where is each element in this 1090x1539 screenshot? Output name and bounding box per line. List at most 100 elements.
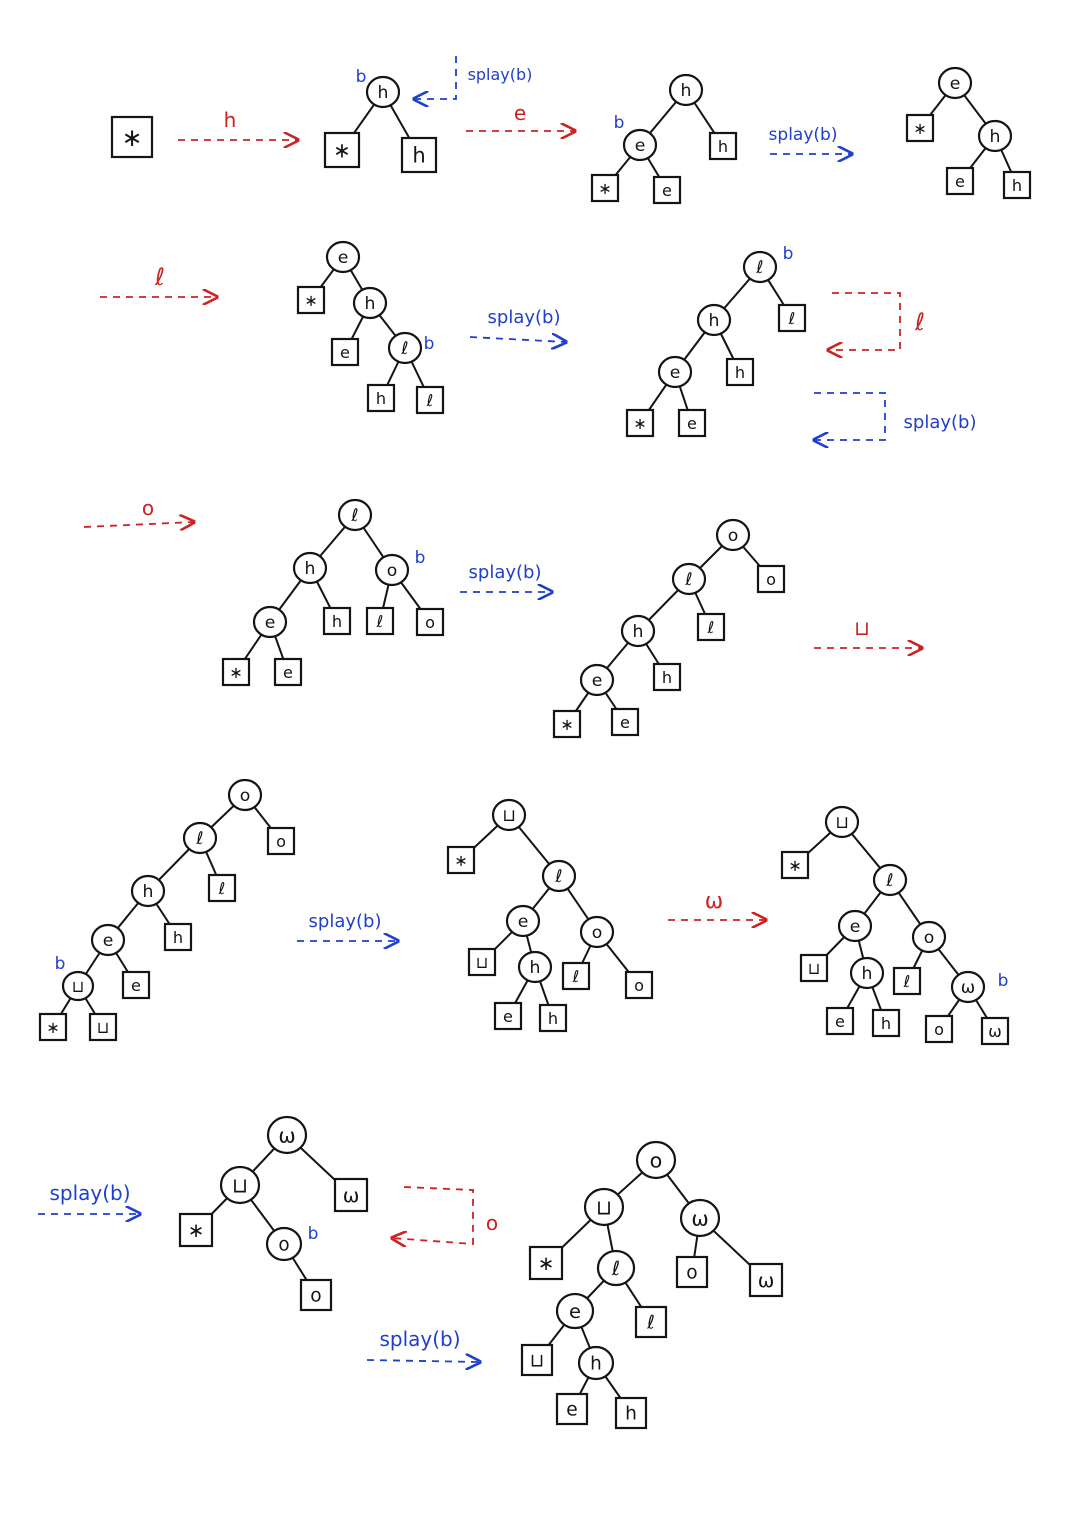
leaf-box <box>299 1278 333 1312</box>
leaf-box <box>696 612 726 642</box>
insert-label-l2: ℓ <box>914 308 925 336</box>
node-label-o: o <box>728 526 739 546</box>
leaf-label-star: ∗ <box>788 856 802 875</box>
leaf-box <box>110 115 154 159</box>
leaf-box <box>163 922 193 952</box>
splay-loop-2 <box>814 392 886 440</box>
leaf-label-h: h <box>332 612 342 631</box>
internal-node <box>374 553 410 587</box>
splay-label-2: splay(b) <box>769 125 838 145</box>
insert-loop-l <box>828 292 901 350</box>
splay-marker-b: b <box>424 334 435 354</box>
insert-arrow-o <box>83 522 194 527</box>
internal-node <box>265 1226 303 1262</box>
node-label-o: o <box>387 561 398 581</box>
leaf-label-h: h <box>412 143 425 168</box>
node-label-e: e <box>850 917 861 937</box>
splay-marker-b: b <box>998 971 1009 991</box>
node-label-sp: ⊔ <box>596 1195 612 1219</box>
leaf-label-star: ∗ <box>304 291 318 310</box>
node-label-h: h <box>590 1354 602 1375</box>
leaf-box <box>88 1012 118 1042</box>
leaf-box <box>296 285 326 315</box>
leaf-box <box>38 1012 68 1042</box>
internal-node <box>219 1165 261 1205</box>
internal-node <box>671 562 707 596</box>
leaf-box <box>322 606 352 636</box>
internal-node <box>579 663 615 697</box>
internal-node <box>620 614 656 648</box>
leaf-box <box>652 662 682 692</box>
node-label-l: ℓ <box>554 867 562 887</box>
leaf-label-h: h <box>173 928 183 947</box>
splay-arrow-6 <box>366 1360 480 1362</box>
leaf-label-e: e <box>503 1007 513 1026</box>
leaf-box <box>905 113 935 143</box>
leaf-box <box>624 970 654 1000</box>
leaf-label-h: h <box>718 137 728 156</box>
node-label-e: e <box>265 613 276 633</box>
leaf-label-e: e <box>620 713 630 732</box>
leaf-label-star: ∗ <box>454 851 468 870</box>
leaf-box <box>493 1001 523 1031</box>
leaf-label-h: h <box>1012 176 1022 195</box>
node-label-h: h <box>709 311 720 331</box>
node-label-l: ℓ <box>755 258 763 278</box>
leaf-label-e: e <box>131 976 141 995</box>
insert-label-e: e <box>514 101 526 125</box>
leaf-box <box>330 337 360 367</box>
leaf-box <box>614 1396 648 1430</box>
node-label-o: o <box>278 1235 289 1256</box>
leaf-box <box>748 1262 784 1298</box>
node-label-e: e <box>338 248 349 268</box>
node-label-h: h <box>633 622 644 642</box>
splay-label-7: splay(b) <box>49 1181 130 1205</box>
leaf-label-sp: ⊔ <box>530 1351 545 1372</box>
internal-node <box>657 355 693 389</box>
leaf-label-h: h <box>548 1009 558 1028</box>
leaf-box <box>634 1305 668 1339</box>
leaf-label-l: ℓ <box>646 1313 655 1334</box>
leaf-box <box>590 173 620 203</box>
leaf-box <box>221 657 251 687</box>
transition-arrows: hsplay(b)esplay(b)ℓsplay(b)ℓsplay(b)ospl… <box>38 56 976 1362</box>
insert-label-o: o <box>142 496 154 520</box>
leaf-label-star: ∗ <box>598 179 612 198</box>
leaf-label-sp: ⊔ <box>476 953 489 972</box>
leaf-box <box>945 166 975 196</box>
node-label-e: e <box>569 1300 581 1323</box>
leaf-box <box>756 564 786 594</box>
leaf-label-star: ∗ <box>538 1252 555 1275</box>
splay-marker-b: b <box>614 113 625 133</box>
splay-label-4: splay(b) <box>904 412 977 433</box>
leaf-label-l: ℓ <box>572 967 580 986</box>
leaf-label-l: ℓ <box>426 391 434 410</box>
leaf-label-e: e <box>662 181 672 200</box>
leaf-box <box>780 850 810 880</box>
node-label-l: ℓ <box>611 1257 620 1280</box>
splay-label-1: splay(b) <box>468 65 533 84</box>
leaf-label-star: ∗ <box>333 138 351 163</box>
node-label-l: ℓ <box>684 570 692 590</box>
leaf-label-l: ℓ <box>788 309 796 328</box>
leaf-box <box>538 1003 568 1033</box>
leaf-label-o: o <box>766 570 776 589</box>
node-label-sp: ⊔ <box>232 1173 248 1197</box>
splay-loop-1 <box>414 56 457 99</box>
node-label-l: ℓ <box>195 829 203 849</box>
leaf-box <box>892 966 922 996</box>
leaf-label-star: ∗ <box>122 123 143 152</box>
internal-node <box>824 805 860 839</box>
node-label-e: e <box>518 912 529 932</box>
internal-node <box>837 909 873 943</box>
leaf-box <box>552 709 582 739</box>
leaf-label-h: h <box>662 668 672 687</box>
leaf-box <box>121 970 151 1000</box>
leaf-label-sp: ⊔ <box>97 1018 110 1037</box>
leaf-box <box>415 385 445 415</box>
internal-node <box>337 498 373 532</box>
internal-node <box>715 518 751 552</box>
splay-marker-b: b <box>55 954 66 974</box>
internal-node <box>555 1292 595 1330</box>
leaf-label-star: ∗ <box>46 1018 60 1037</box>
